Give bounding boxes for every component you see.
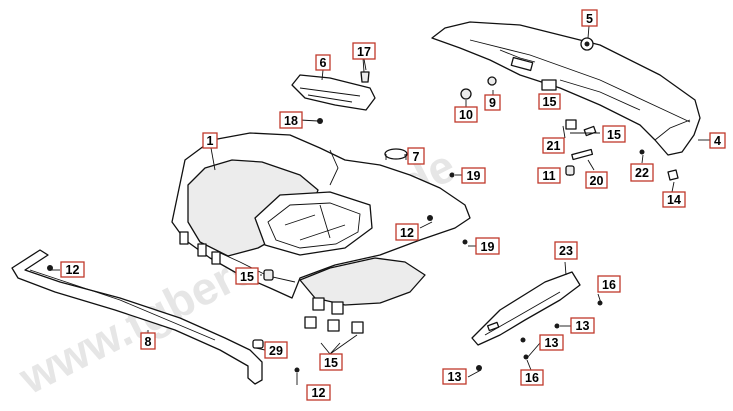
label-7[interactable]: 7 bbox=[407, 147, 425, 165]
label-9[interactable]: 9 bbox=[484, 94, 501, 111]
svg-text:13: 13 bbox=[545, 336, 559, 350]
svg-text:15: 15 bbox=[543, 95, 557, 109]
svg-text:22: 22 bbox=[635, 166, 649, 180]
svg-text:16: 16 bbox=[602, 278, 616, 292]
svg-text:5: 5 bbox=[586, 12, 593, 26]
label-15-bottom[interactable]: 15 bbox=[319, 353, 343, 371]
svg-text:18: 18 bbox=[284, 114, 298, 128]
label-23[interactable]: 23 bbox=[554, 241, 578, 260]
svg-text:4: 4 bbox=[714, 134, 721, 148]
label-13-mid[interactable]: 13 bbox=[539, 334, 564, 351]
svg-text:8: 8 bbox=[145, 335, 152, 349]
label-10[interactable]: 10 bbox=[454, 106, 478, 123]
fasteners bbox=[47, 71, 603, 373]
svg-text:23: 23 bbox=[559, 244, 573, 258]
svg-text:19: 19 bbox=[467, 169, 481, 183]
label-17[interactable]: 17 bbox=[352, 42, 376, 60]
svg-text:17: 17 bbox=[357, 45, 371, 59]
label-15-right[interactable]: 15 bbox=[602, 125, 626, 143]
label-12-left[interactable]: 12 bbox=[60, 261, 85, 278]
svg-text:12: 12 bbox=[66, 263, 80, 277]
label-12-bottom[interactable]: 12 bbox=[306, 384, 331, 401]
callout-labels: 1 4 5 6 7 8 9 10 11 12 12 12 13 13 13 14… bbox=[60, 9, 726, 401]
label-19-upper[interactable]: 19 bbox=[461, 167, 486, 184]
label-16-upper[interactable]: 16 bbox=[597, 275, 621, 293]
label-4[interactable]: 4 bbox=[709, 132, 726, 149]
label-15-left[interactable]: 15 bbox=[235, 267, 259, 285]
label-19-lower[interactable]: 19 bbox=[475, 237, 500, 255]
svg-text:9: 9 bbox=[489, 96, 496, 110]
label-14[interactable]: 14 bbox=[662, 191, 686, 208]
svg-text:19: 19 bbox=[481, 240, 495, 254]
svg-text:12: 12 bbox=[312, 386, 326, 400]
rear-fender-part[interactable] bbox=[171, 132, 471, 334]
label-29[interactable]: 29 bbox=[264, 341, 288, 359]
svg-text:12: 12 bbox=[400, 226, 414, 240]
label-15-top[interactable]: 15 bbox=[538, 93, 561, 110]
rear-bumper-part[interactable] bbox=[431, 21, 701, 156]
fuel-cap-part[interactable] bbox=[384, 148, 408, 160]
leader-lines bbox=[50, 25, 710, 385]
svg-text:15: 15 bbox=[607, 128, 621, 142]
svg-text:15: 15 bbox=[240, 270, 254, 284]
label-5[interactable]: 5 bbox=[581, 9, 598, 27]
grille-plate-part[interactable] bbox=[291, 74, 376, 111]
label-11[interactable]: 11 bbox=[537, 167, 561, 184]
svg-text:13: 13 bbox=[576, 319, 590, 333]
label-8[interactable]: 8 bbox=[140, 332, 156, 350]
svg-text:20: 20 bbox=[590, 174, 604, 188]
label-21[interactable]: 21 bbox=[542, 137, 565, 154]
svg-text:21: 21 bbox=[547, 139, 561, 153]
svg-text:13: 13 bbox=[448, 370, 462, 384]
svg-text:10: 10 bbox=[459, 108, 473, 122]
label-13-lower[interactable]: 13 bbox=[442, 368, 467, 385]
label-1[interactable]: 1 bbox=[202, 132, 218, 149]
label-20[interactable]: 20 bbox=[585, 171, 608, 189]
side-guard-part[interactable] bbox=[471, 271, 581, 346]
svg-text:11: 11 bbox=[542, 169, 555, 183]
label-22[interactable]: 22 bbox=[630, 163, 654, 182]
svg-text:7: 7 bbox=[413, 150, 420, 164]
svg-text:16: 16 bbox=[525, 371, 539, 385]
label-6[interactable]: 6 bbox=[315, 54, 331, 71]
svg-text:29: 29 bbox=[269, 344, 283, 358]
label-12-mid[interactable]: 12 bbox=[395, 223, 419, 241]
svg-text:1: 1 bbox=[207, 134, 214, 148]
svg-text:6: 6 bbox=[320, 56, 327, 70]
label-16-lower[interactable]: 16 bbox=[520, 369, 544, 386]
label-13-upper[interactable]: 13 bbox=[570, 317, 595, 334]
svg-text:15: 15 bbox=[324, 356, 338, 370]
svg-text:14: 14 bbox=[667, 193, 681, 207]
rear-bar-part[interactable] bbox=[11, 249, 263, 385]
label-18[interactable]: 18 bbox=[279, 111, 303, 129]
